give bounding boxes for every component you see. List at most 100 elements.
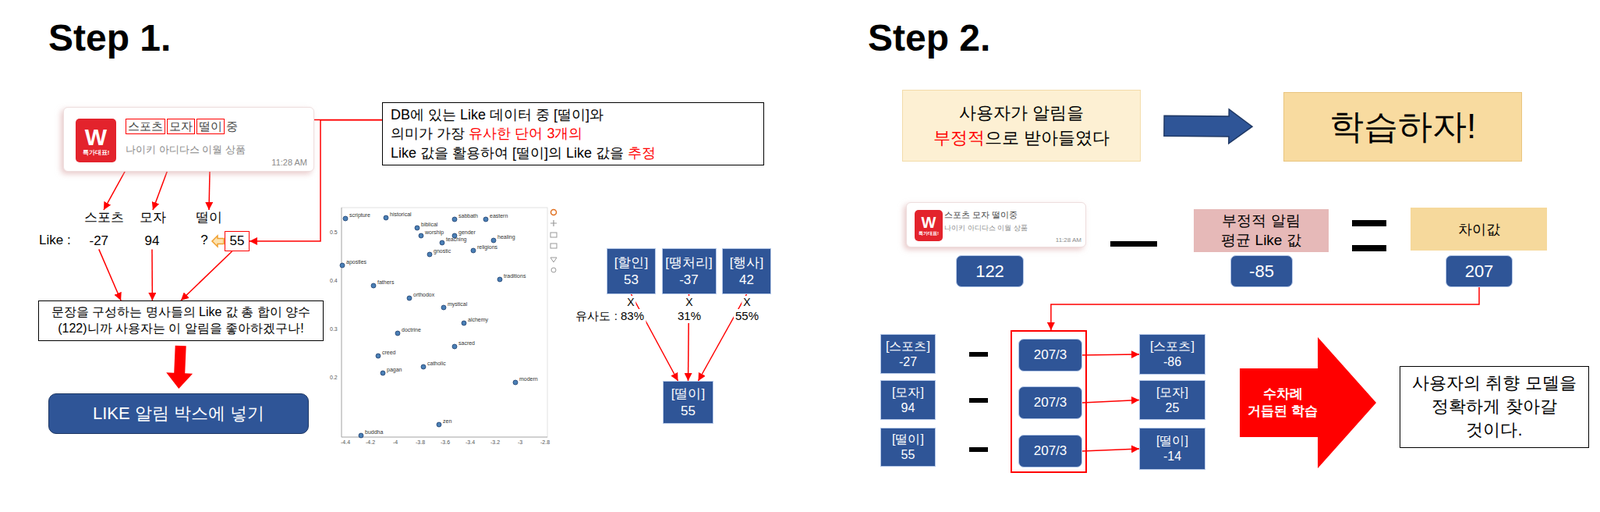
notification-card: 스포츠 모자 떨이중나이키 아디다스 이월 상품11:28 AMW특가대표! (906, 201, 1087, 248)
text-line: Like 값을 활용하여 [떨이]의 Like 값을추정 (390, 143, 756, 163)
node-text: 스포츠 (84, 209, 124, 225)
word-box: [행사]42 (722, 247, 772, 294)
plot-point (414, 225, 420, 231)
text-area: 207 (1449, 261, 1509, 282)
axis-tick: 0.3 (329, 325, 338, 333)
reasoning-box: 문장을 구성하는 명사들의 Like 값 총 합이 양수(122)니까 사용자는… (38, 300, 324, 341)
node-text: 스포츠 (127, 119, 163, 133)
connector (631, 293, 679, 381)
arrow-shape (1239, 336, 1377, 468)
node-text: [떨이] (665, 385, 711, 402)
plot-point (483, 216, 489, 222)
node-text: 207 (1449, 261, 1509, 282)
text-area: -85 (1234, 261, 1289, 282)
text-area: 207/3 (1022, 394, 1079, 411)
node-text: [할인] (609, 254, 653, 271)
node-text: 모자 (139, 209, 167, 225)
node-text: -27 (89, 233, 110, 248)
app-icon: W특가대표! (914, 209, 943, 241)
connector (1082, 353, 1140, 355)
node-text: 떨이 (195, 209, 223, 225)
learn-box: 학습하자! (1283, 92, 1523, 162)
plot-point (452, 343, 457, 349)
point-label: mystical (447, 300, 468, 308)
value-box: -85 (1230, 254, 1293, 287)
node-text: 55 (883, 446, 933, 463)
text-area: 수차례 거듭된 학습 (1243, 385, 1322, 420)
text-area: DB에 있는 Like 데이터 중 [떨이]와의미가 가장유사한 단어 3개의L… (390, 105, 756, 163)
average-box: 부정적 알림 평균 Like 값 (1193, 208, 1329, 252)
node-text: 55 (225, 233, 249, 249)
axis-tick: 0.2 (329, 374, 338, 381)
node-text: 사용자가 알림을 (959, 102, 1084, 123)
plot-points (339, 215, 518, 438)
label: Like : (38, 232, 71, 248)
node-text: 스포츠 모자 떨이중 (944, 209, 1018, 220)
label: X (625, 295, 636, 309)
point-label: worship (424, 229, 444, 236)
connector (1051, 286, 1480, 330)
plot-point (339, 262, 345, 268)
point-label: zen (442, 417, 452, 425)
word-box: [떨이]-14 (1139, 427, 1206, 470)
axis-tick: -3.2 (490, 438, 500, 446)
node-text: 94 (883, 400, 933, 416)
plot-axis (341, 436, 548, 438)
node-text: [땡처리] (665, 254, 714, 271)
like-value: 94 (145, 233, 160, 249)
label: 31% (676, 308, 703, 323)
node-text: 55 (665, 402, 711, 419)
node-text: 중 (226, 119, 238, 134)
word-highlight: 떨이 (196, 118, 225, 135)
word-box: [모자]25 (1139, 379, 1206, 420)
node-text: 122 (959, 261, 1020, 282)
word-box: [모자]94 (880, 379, 936, 420)
word-box: [땡처리]-37 (661, 247, 717, 294)
point-label: modern (519, 375, 539, 383)
update-box: 207/3 (1018, 434, 1083, 468)
text-area: [모자]25 (1142, 384, 1203, 416)
minus-sign (969, 446, 988, 452)
node-text: 25 (1142, 400, 1203, 416)
event-box: 사용자가 알림을부정적으로 받아들였다 (902, 89, 1141, 162)
update-box: 207/3 (1018, 385, 1083, 419)
text-area: 207/3 (1022, 442, 1079, 459)
point-label: biblical (421, 221, 438, 228)
label: 유사도 : 83% (573, 308, 646, 323)
word-box: [떨이]55 (662, 380, 714, 424)
text-area: W특가대표! (75, 124, 117, 156)
node-text: 나이키 아디다스 이월 상품 (125, 143, 246, 156)
plot-point (441, 304, 447, 310)
minus-sign (969, 351, 988, 357)
minus-sign (1110, 240, 1158, 247)
text-area: [스포츠]-86 (1142, 338, 1203, 370)
plot-point (418, 233, 424, 238)
like-value-box: 55 (224, 230, 250, 252)
connector (99, 248, 121, 301)
word-box: [떨이]55 (880, 427, 936, 467)
plot-point (461, 320, 467, 326)
action-box: LIKE 알림 박스에 넣기 (48, 392, 309, 434)
plot-point (452, 216, 457, 222)
connector (1082, 448, 1140, 451)
word-label: 모자 (139, 209, 167, 226)
point-label: creed (382, 349, 397, 356)
label: Step 2. (867, 15, 991, 61)
toolbar-icon (550, 243, 557, 248)
plot-point (380, 370, 386, 376)
update-group: 207/3207/3207/3 (1010, 329, 1087, 473)
node-text: [스포츠] (1142, 338, 1203, 354)
app-icon: W특가대표! (75, 118, 117, 163)
node-text: -86 (1142, 353, 1203, 370)
equals-sign (1352, 219, 1387, 227)
text-line: 의미가 가장유사한 단어 3개의 (390, 123, 756, 143)
point-label: sabbath (458, 212, 478, 220)
plot-axis (341, 207, 343, 437)
block-arrow (1164, 109, 1253, 144)
pointer-arrow (212, 235, 224, 247)
text-area: 사용자가 알림을부정적으로 받아들였다 (910, 100, 1133, 151)
